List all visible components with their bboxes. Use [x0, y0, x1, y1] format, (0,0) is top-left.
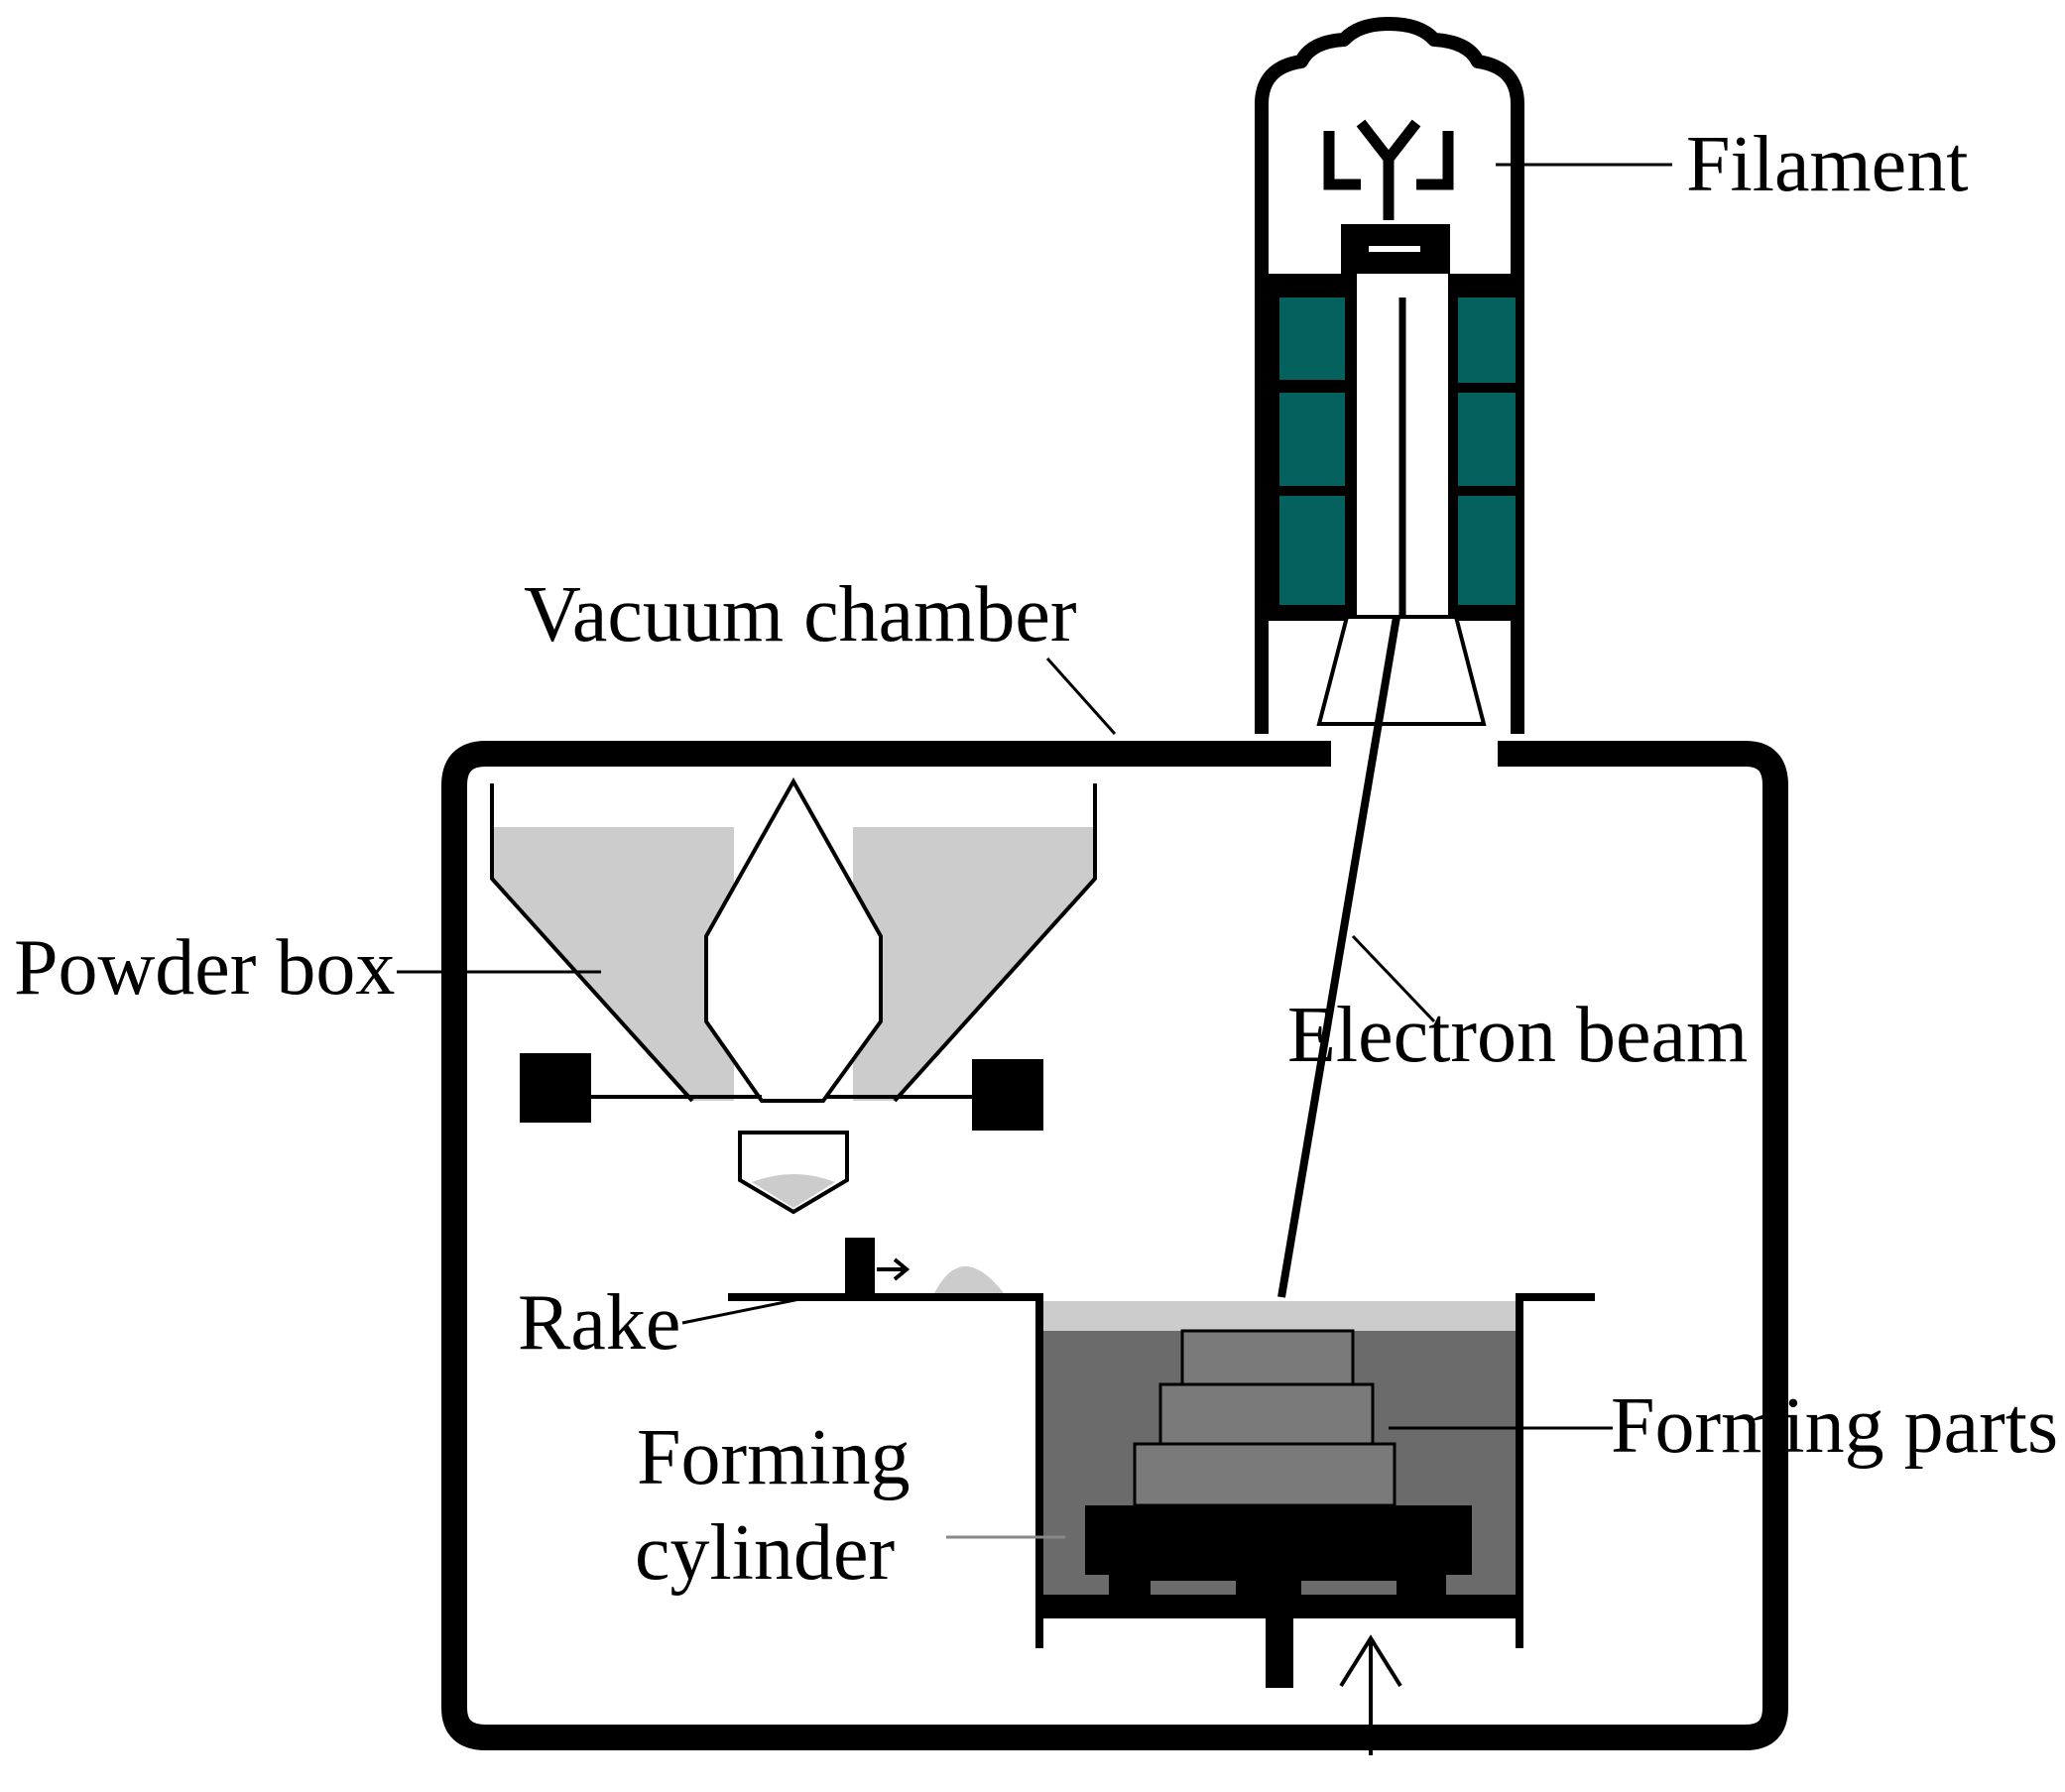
- vacuum-chamber-wall: [441, 741, 1788, 1750]
- powder-heap: [934, 1266, 1004, 1293]
- filament-symbol: [1323, 119, 1454, 220]
- gate-block-left: [520, 1053, 591, 1123]
- hopper-wall-right: [893, 783, 1097, 1103]
- powder-doser: [738, 1131, 849, 1215]
- label-forming-cylinder-2: cylinder: [635, 1509, 895, 1597]
- powder-box: [490, 777, 1097, 1215]
- lift-arrow: [1339, 1634, 1402, 1755]
- label-electron-beam: Electron beam: [1287, 992, 1748, 1079]
- hopper-inner-cone: [704, 777, 883, 1103]
- rake-assembly: [728, 1238, 1595, 1648]
- leader-lines: [397, 163, 1672, 1539]
- deflection-lens: [1316, 615, 1487, 726]
- label-filament: Filament: [1686, 121, 1968, 208]
- gate-block-right: [972, 1059, 1043, 1131]
- powder-fill-left: [492, 827, 734, 1101]
- forming-cylinder: [1039, 1293, 1523, 1688]
- label-vacuum-chamber: Vacuum chamber: [524, 571, 1077, 658]
- electron-beam: [1277, 616, 1400, 1298]
- focus-coils-right: [1458, 298, 1516, 605]
- forming-parts: [1133, 1329, 1397, 1507]
- focus-coils-left: [1279, 298, 1345, 605]
- electron-gun: [1255, 17, 1524, 734]
- piston-rod: [1266, 1616, 1293, 1688]
- labels: Filament Vacuum chamber Powder box Elect…: [14, 121, 2058, 1597]
- hopper-wall-left: [490, 783, 694, 1103]
- label-forming-parts: Forming parts: [1611, 1382, 2058, 1470]
- powder-fill-right: [853, 827, 1095, 1101]
- label-rake: Rake: [518, 1279, 680, 1367]
- start-plate: [1085, 1505, 1472, 1575]
- label-powder-box: Powder box: [14, 924, 395, 1012]
- rake: [845, 1238, 875, 1299]
- label-forming-cylinder-1: Forming: [637, 1414, 911, 1501]
